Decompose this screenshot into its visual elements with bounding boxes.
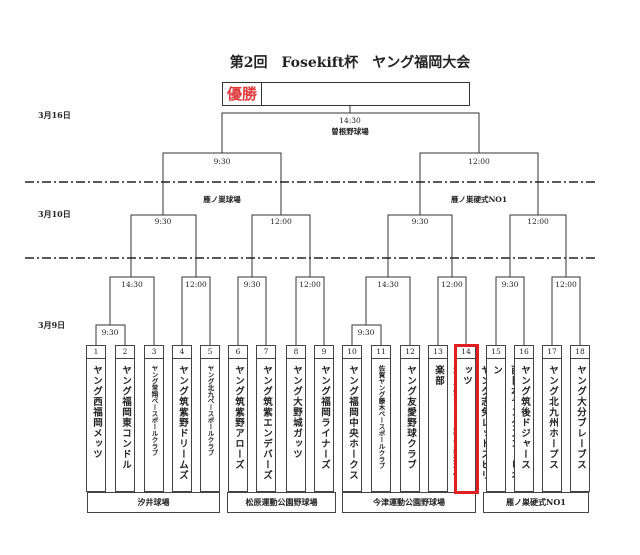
semi-venue: 雁ノ巣硬式NO1	[450, 195, 508, 204]
date-final: 3月16日	[38, 110, 71, 120]
team-box: 17 ヤング北九州ホープス	[542, 345, 562, 492]
team-name: ヤング北九ベースボールクラブ	[206, 365, 214, 456]
final-time: 14:30	[339, 116, 361, 125]
team-number: 6	[229, 346, 247, 359]
round1-time: 9:30	[357, 328, 375, 337]
team-box: 12 ヤング友愛野球クラブ	[400, 345, 420, 492]
team-number: 13	[429, 346, 447, 359]
round2-time: 9:30	[243, 280, 261, 289]
team-number: 16	[515, 346, 533, 359]
date-quarter: 3月10日	[38, 209, 71, 219]
team-box: 2 ヤング福岡東コンドル	[115, 345, 135, 492]
team-name: ヤング福岡ライナーズ	[319, 365, 330, 470]
round2-time: 12:00	[555, 280, 577, 289]
date-first: 3月9日	[38, 320, 66, 330]
semi-time: 12:00	[468, 157, 490, 166]
team-number: 15	[487, 346, 505, 359]
round1-time: 9:30	[101, 328, 119, 337]
team-number: 8	[287, 346, 305, 359]
team-name: ヤング福岡東コンドル	[120, 365, 131, 470]
round2-time: 14:30	[377, 280, 399, 289]
round2-time: 12:00	[185, 280, 207, 289]
venue-box: 汐井球場	[87, 492, 220, 513]
team-name: ヤング常翔ベースボールクラブ	[150, 365, 158, 456]
team-box: 8 ヤング大野城ガッツ	[286, 345, 306, 492]
team-box: 3 ヤング常翔ベースボールクラブ	[144, 345, 164, 492]
round2-time: 14:30	[121, 280, 143, 289]
team-number: 7	[257, 346, 275, 359]
team-number: 10	[343, 346, 361, 359]
team-number: 11	[372, 346, 390, 359]
team-name: ヤング北九州ホープス	[547, 365, 558, 470]
team-number: 2	[116, 346, 134, 359]
final-venue: 曽根野球場	[331, 127, 369, 136]
team-name: ヤング筑紫エンデバーズ	[261, 365, 272, 481]
team-box: 6 ヤング筑紫野アローズ	[228, 345, 248, 492]
team-name: ヤング福岡中央ホークス	[347, 365, 358, 481]
team-box: 5 ヤング北九ベースボールクラブ	[200, 345, 220, 492]
venue-box: 雁ノ巣硬式NO1	[483, 492, 589, 513]
team-box: 15西日本ヤングスコーピオン	[486, 345, 520, 492]
team-name: ヤング志免レッドスピリッツ	[461, 365, 490, 481]
team-box: 18 ヤング大分ブレーブス	[570, 345, 590, 492]
quarter-time: 12:00	[527, 217, 549, 226]
team-number: 1	[87, 346, 105, 359]
semi-venue: 雁ノ巣球場	[203, 195, 241, 204]
team-box: 9 ヤング福岡ライナーズ	[314, 345, 334, 492]
team-number: 14	[457, 346, 475, 359]
team-number: 18	[571, 346, 589, 359]
team-number: 17	[543, 346, 561, 359]
team-number: 5	[201, 346, 219, 359]
champion-label: 優勝	[223, 83, 262, 105]
champion-box: 優勝	[222, 82, 470, 106]
page-title: 第2回 Fosekift杯 ヤング福岡大会	[229, 55, 471, 71]
quarter-time: 9:30	[411, 217, 429, 226]
quarter-time: 12:00	[270, 217, 292, 226]
team-name: ヤング筑紫野ドリームズ	[177, 365, 188, 481]
team-box: 1 ヤング西福岡メッツ	[86, 345, 106, 492]
team-number: 9	[315, 346, 333, 359]
team-number: 4	[173, 346, 191, 359]
round2-time: 12:00	[441, 280, 463, 289]
venue-box: 今津運動公園野球場	[342, 492, 476, 513]
round2-time: 12:00	[299, 280, 321, 289]
venue-box: 松原運動公園野球場	[227, 492, 336, 513]
round2-time: 9:30	[501, 280, 519, 289]
team-name: ヤング西福岡メッツ	[91, 365, 102, 460]
team-name: ヤング大野城ガッツ	[291, 365, 302, 460]
team-number: 3	[145, 346, 163, 359]
team-name: ヤング筑後ドジャース	[519, 365, 530, 470]
semi-time: 9:30	[213, 157, 231, 166]
team-name: ヤング大分ブレーブス	[575, 365, 586, 470]
team-box: 16 ヤング筑後ドジャース	[514, 345, 534, 492]
highlight-box	[454, 344, 479, 494]
team-box: 10 ヤング福岡中央ホークス	[342, 345, 362, 492]
team-box: 13北九州ヤング硬式野球倶楽部	[428, 345, 462, 492]
team-name: ヤング筑紫野アローズ	[233, 365, 244, 470]
team-box: 7 ヤング筑紫エンデバーズ	[256, 345, 276, 492]
team-box: 11 佐賀ヤング藤木ベースボールクラブ	[371, 345, 391, 492]
team-number: 12	[401, 346, 419, 359]
quarter-time: 9:30	[154, 217, 172, 226]
team-box: 4 ヤング筑紫野ドリームズ	[172, 345, 192, 492]
team-name: 佐賀ヤング藤木ベースボールクラブ	[377, 365, 385, 469]
team-name: ヤング友愛野球クラブ	[405, 365, 416, 470]
